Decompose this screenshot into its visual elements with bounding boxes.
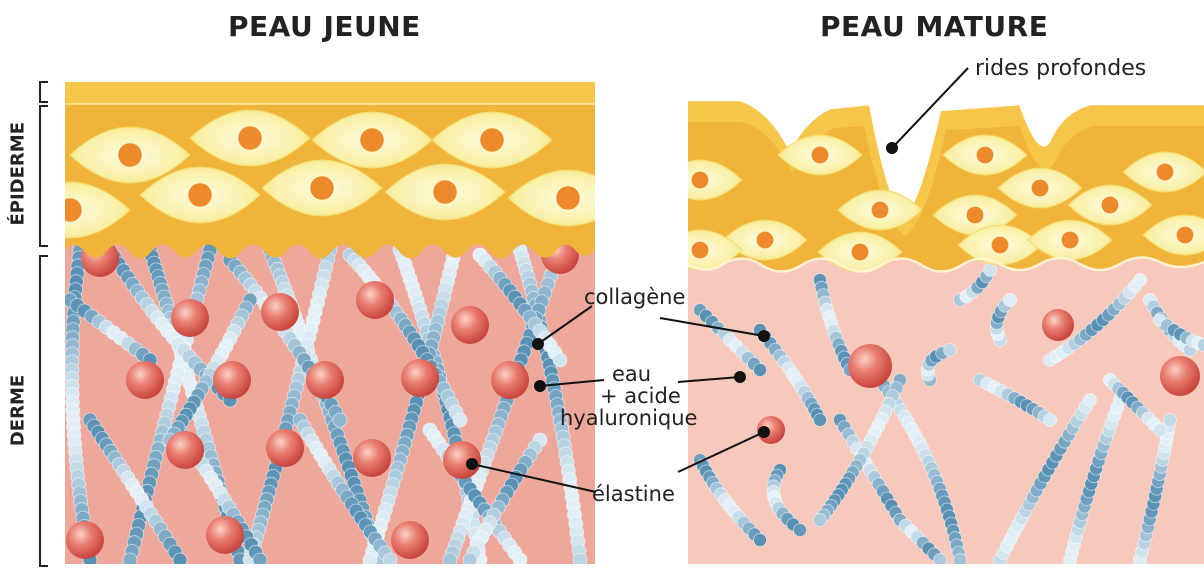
fiber-bead	[553, 353, 567, 367]
mature-skin-title: PEAU MATURE	[820, 10, 1048, 43]
elastin-ball	[391, 521, 429, 559]
layer-brackets	[40, 82, 48, 566]
elastin-ball	[266, 429, 304, 467]
cell-nucleus	[967, 207, 984, 224]
cell-nucleus	[757, 232, 774, 249]
fiber-bead	[754, 534, 767, 547]
fiber-bead	[253, 553, 267, 567]
fiber-bead	[1004, 294, 1017, 307]
fiber-bead	[1134, 274, 1147, 287]
cell-nucleus	[1032, 180, 1049, 197]
elastin-ball	[848, 344, 892, 388]
fiber-bead	[453, 413, 467, 427]
mature-skin-panel	[658, 100, 1204, 567]
collagen-label: collagène	[584, 285, 685, 309]
cell-nucleus	[852, 244, 869, 261]
fiber-bead	[363, 553, 377, 567]
cell-nucleus	[692, 242, 709, 259]
fiber-bead	[934, 554, 947, 567]
elastin-ball	[1042, 309, 1074, 341]
fiber-bead	[984, 264, 997, 277]
wrinkle-dot	[886, 142, 898, 154]
fiber-bead	[173, 553, 187, 567]
cell-nucleus	[1177, 227, 1194, 244]
young-skin-panel	[10, 82, 628, 567]
elastin-ball	[353, 439, 391, 477]
elastin-ball	[171, 299, 209, 337]
elastin-ball	[356, 281, 394, 319]
water-label-line1: eau	[612, 362, 651, 386]
cell-nucleus	[58, 198, 82, 222]
elastin-ball	[306, 361, 344, 399]
wrinkles-label: rides profondes	[975, 56, 1146, 81]
fiber-bead	[1154, 424, 1167, 437]
elastin-ball	[401, 359, 439, 397]
fiber-bead	[513, 553, 527, 567]
fiber-bead	[573, 553, 587, 567]
fiber-bead	[944, 344, 957, 357]
elastin-ball	[261, 293, 299, 331]
elastin-ball	[1160, 356, 1200, 396]
epidermis-bracket	[40, 106, 48, 246]
fiber-bead	[1044, 414, 1057, 427]
fiber-bead	[754, 364, 767, 377]
young-stratum-corneum	[65, 82, 595, 104]
cell-nucleus	[556, 186, 580, 210]
water-dot-young	[534, 380, 546, 392]
cell-nucleus	[433, 180, 457, 204]
fiber-bead	[1164, 414, 1177, 427]
elastin-ball	[213, 361, 251, 399]
young-skin-title: PEAU JEUNE	[228, 10, 421, 43]
cell-nucleus	[480, 128, 504, 152]
cell-nucleus	[1157, 164, 1174, 181]
elastin-ball	[166, 431, 204, 469]
fiber-bead	[1084, 394, 1097, 407]
fiber-bead	[814, 514, 827, 527]
dermis-bracket	[40, 256, 48, 566]
cell-nucleus	[812, 147, 829, 164]
fiber-bead	[383, 553, 397, 567]
elastin-ball	[206, 516, 244, 554]
collagen-dot-young	[532, 338, 544, 350]
fiber-bead	[123, 553, 137, 567]
fiber-bead	[463, 553, 477, 567]
fiber-bead	[333, 413, 347, 427]
fiber-bead	[954, 554, 967, 567]
water-dot-mature	[734, 371, 746, 383]
collagen-dot-mature	[758, 330, 770, 342]
cell-nucleus	[1062, 232, 1079, 249]
cell-nucleus	[872, 202, 889, 219]
elastin-label: élastine	[592, 482, 675, 506]
elastin-dot-mature	[758, 426, 770, 438]
epidermis-label: ÉPIDERME	[8, 126, 29, 226]
fiber-bead	[443, 553, 457, 567]
cell-nucleus	[188, 183, 212, 207]
elastin-ball	[491, 361, 529, 399]
cell-nucleus	[360, 128, 384, 152]
cell-nucleus	[977, 147, 994, 164]
fiber-bead	[814, 414, 827, 427]
elastin-dot-young	[466, 458, 478, 470]
cell-nucleus	[118, 143, 142, 167]
dermis-label: DERME	[8, 361, 29, 461]
stratum-bracket	[40, 82, 48, 102]
water-label-line3: hyaluronique	[560, 406, 697, 430]
water-label-line2: + acide	[600, 384, 681, 408]
cell-nucleus	[992, 237, 1009, 254]
cell-nucleus	[692, 172, 709, 189]
elastin-ball	[451, 306, 489, 344]
elastin-ball	[66, 521, 104, 559]
cell-nucleus	[1102, 197, 1119, 214]
elastin-ball	[126, 361, 164, 399]
fiber-bead	[794, 524, 807, 537]
cell-nucleus	[238, 126, 262, 150]
cell-nucleus	[310, 176, 334, 200]
